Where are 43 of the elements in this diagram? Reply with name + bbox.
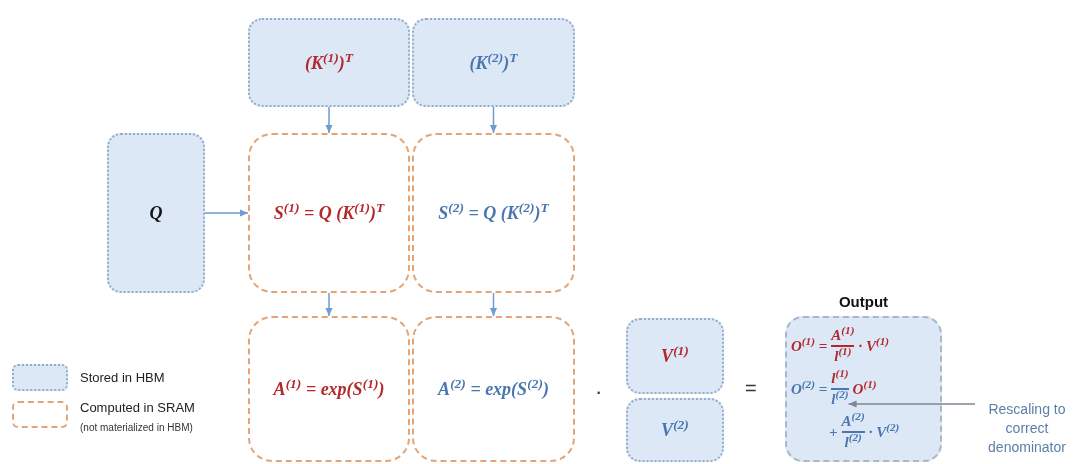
formula-text: (K$^{(1)}$)$^{T}$ [305, 51, 353, 74]
value-block [626, 398, 724, 462]
formula-text: S$^{(2)}$ = Q (K$^{(2)}$)$^{T}$ [438, 202, 549, 224]
formula-text: Q [149, 202, 163, 224]
formula-text: l$^{(2)}$ [831, 391, 849, 408]
formula-text: S$^{(1)}$ = Q (K$^{(1)}$)$^{T}$ [273, 202, 385, 224]
arrow [490, 292, 497, 317]
formula-text: l$^{(1)}$ [831, 370, 849, 387]
annotation-text: Rescaling to correct denominator [975, 400, 1079, 457]
arrow [204, 209, 249, 217]
formula-text: A$^{(2)}$ = exp(S$^{(2)}$) [438, 378, 549, 400]
arrow [847, 400, 976, 408]
formula-text: l$^{(2)}$ [844, 434, 862, 451]
query-block [107, 133, 205, 293]
attention-block [412, 316, 575, 462]
formula-text: A$^{(2)}$ [841, 413, 865, 430]
operator-symbol: = [745, 378, 757, 398]
heading-text: Output [838, 292, 889, 312]
formula-text: (K$^{(2)}$)$^{T}$ [469, 51, 518, 74]
arrow [325, 106, 333, 134]
formula-text: + [829, 423, 838, 441]
arrow [490, 106, 497, 134]
key-block [412, 18, 575, 107]
formula-text: O$^{(1)}$ = [791, 337, 828, 355]
formula-text: l$^{(1)}$ [834, 348, 852, 365]
formula-text: · V$^{(1)}$ [858, 337, 890, 355]
formula-text: A$^{(1)}$ [831, 327, 855, 344]
formula-text: V$^{(1)}$ [661, 345, 689, 367]
formula-text: O$^{(2)}$ = [791, 380, 828, 398]
formula-text: A$^{(1)}$ = exp(S$^{(1)}$) [273, 378, 385, 400]
formula-text: · V$^{(2)}$ [868, 423, 900, 441]
score-block [248, 133, 410, 293]
value-block [626, 318, 724, 394]
legend-text: Computed in SRAM [80, 400, 195, 416]
score-block [412, 133, 575, 293]
legend-note: (not materialized in HBM) [80, 423, 193, 433]
legend-text: Stored in HBM [80, 369, 165, 386]
formula-text: O$^{(1)}$ [852, 380, 877, 398]
key-block [248, 18, 410, 107]
arrow [325, 292, 333, 317]
formula-text: V$^{(2)}$ [661, 419, 689, 441]
attention-block [248, 316, 410, 462]
operator-symbol: · [595, 381, 603, 403]
